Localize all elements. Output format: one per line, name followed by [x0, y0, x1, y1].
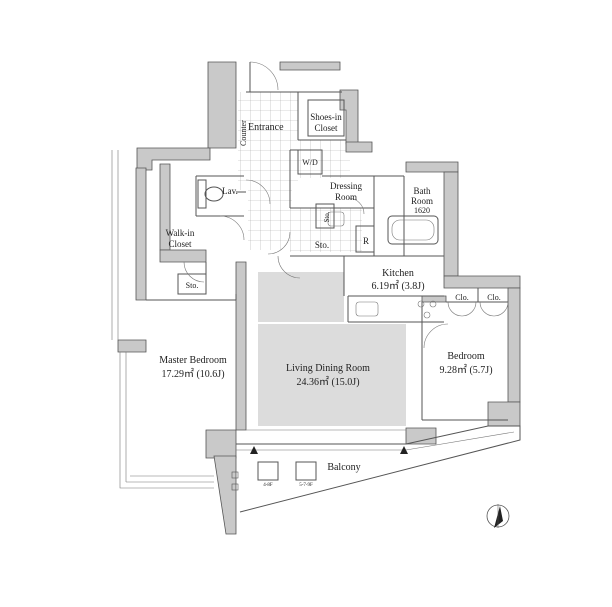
- label-master-bedroom-area: 17.29㎡ (10.6J): [161, 368, 224, 380]
- label-kitchen-name: Kitchen: [382, 268, 414, 279]
- label-unit-right: 5-7-9F: [299, 483, 313, 488]
- label-entrance: Entrance: [248, 122, 284, 133]
- sink-icon: [327, 211, 379, 317]
- label-sto-closet: Sto.: [186, 281, 199, 290]
- balcony-outline: [111, 150, 521, 513]
- tiled-floor: [238, 92, 362, 252]
- stove-icon: [417, 300, 437, 319]
- label-sto-small: Sto.: [323, 211, 331, 222]
- label-shoes-closet-2: Closet: [314, 123, 338, 133]
- label-shoes-closet-1: Shoes-in: [310, 112, 342, 122]
- label-bedroom-area: 9.28㎡ (5.7J): [439, 364, 492, 376]
- label-walkin-closet-1: Walk-in: [166, 228, 195, 238]
- partitions: [146, 91, 508, 421]
- walls: [117, 61, 521, 535]
- label-clo-2: Clo.: [487, 293, 501, 302]
- label-bath-room-2: Room: [411, 196, 433, 206]
- vent-markers: [231, 446, 408, 491]
- floor-shading: [258, 272, 406, 426]
- label-bath-room-1: Bath: [414, 186, 431, 196]
- label-living-dining-name: Living Dining Room: [286, 363, 370, 374]
- label-dressing-room-2: Room: [335, 192, 357, 202]
- label-living-dining-area: 24.36㎡ (15.0J): [296, 376, 359, 388]
- label-refrigerator: R: [363, 236, 369, 246]
- bathtub-icon: [387, 215, 439, 245]
- label-bedroom-name: Bedroom: [447, 351, 484, 362]
- label-balcony: Balcony: [327, 462, 360, 473]
- label-clo-1: Clo.: [455, 293, 469, 302]
- toilet-icon: [197, 179, 224, 209]
- label-walkin-closet-2: Closet: [168, 239, 192, 249]
- label-counter: Counter: [239, 120, 248, 146]
- label-lav: Lav.: [222, 186, 238, 196]
- label-bath-room-3: 1620: [414, 206, 430, 215]
- label-master-bedroom-name: Master Bedroom: [159, 355, 227, 366]
- label-wd: W/D: [302, 158, 318, 167]
- label-unit-left: 4-8F: [263, 483, 273, 488]
- north-arrow-icon: [486, 504, 510, 528]
- label-kitchen-area: 6.19㎡ (3.8J): [371, 280, 424, 292]
- doors: [183, 61, 509, 349]
- label-dressing-room-1: Dressing: [330, 181, 362, 191]
- label-sto-hall: Sto.: [315, 240, 329, 250]
